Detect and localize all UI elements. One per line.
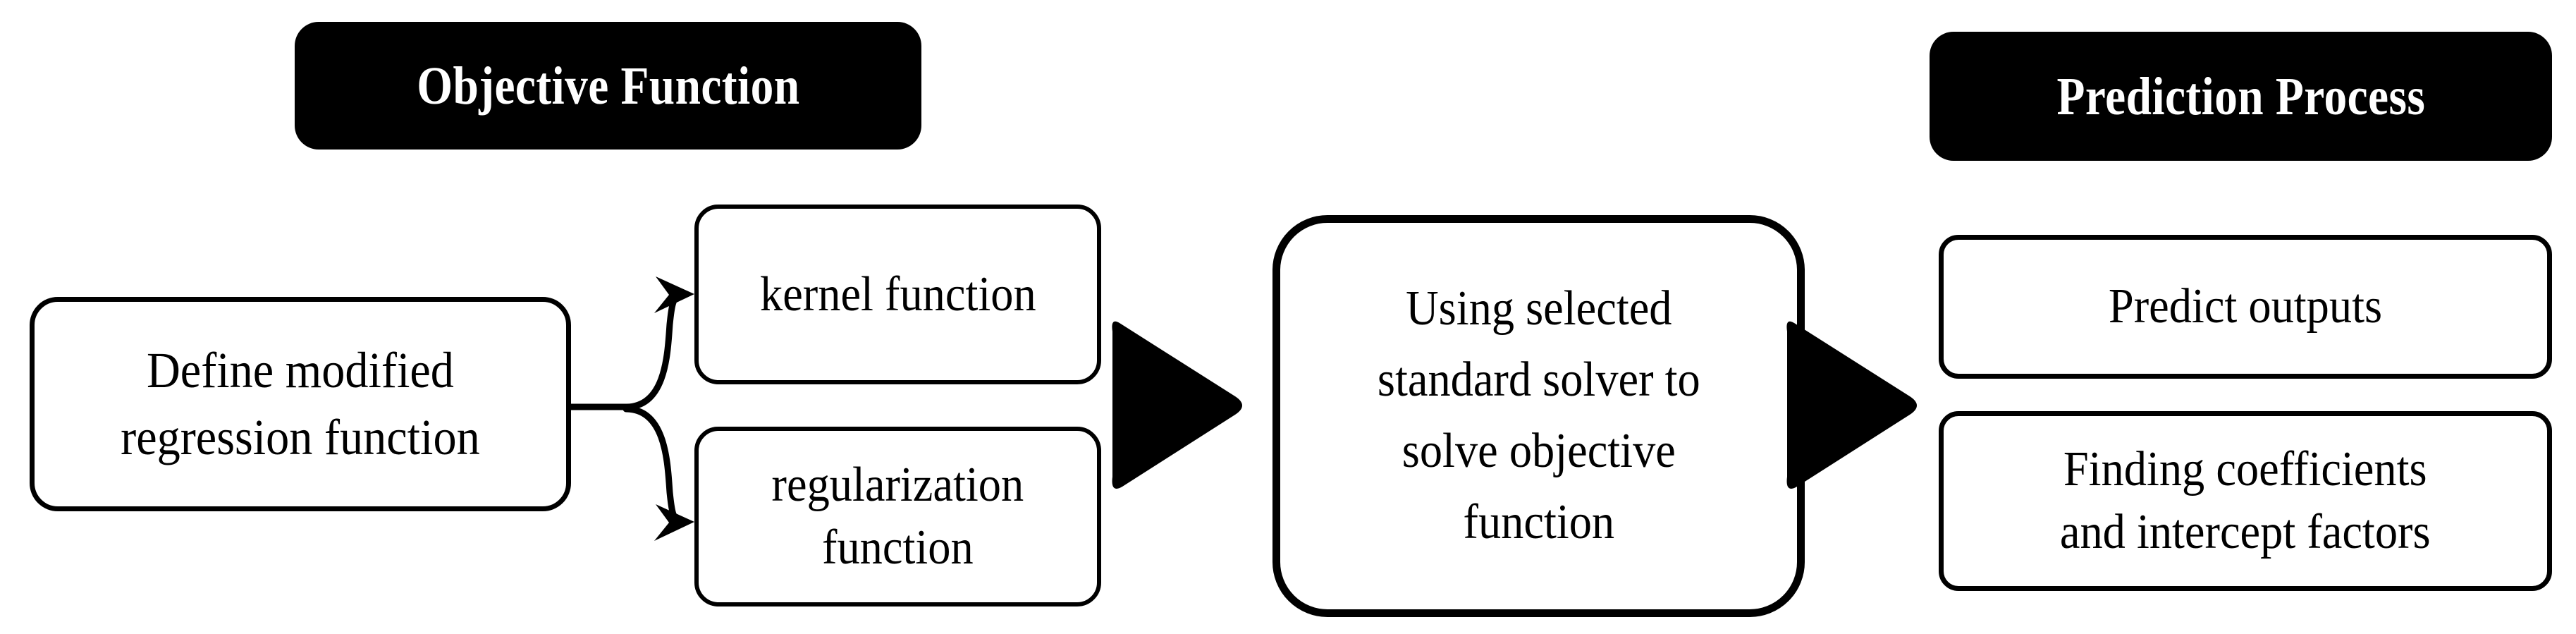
section-header-prediction-process-label: Prediction Process [2056,66,2425,126]
node-using-selected-standard-solver-label: Using selected standard solver to solve … [1377,281,1700,549]
section-header-prediction-process: Prediction Process [1930,32,2552,161]
connector-define-to-regularization-line [622,406,682,525]
node-predict-outputs: Predict outputs [1939,235,2552,379]
node-kernel-function-label: kernel function [759,267,1036,322]
node-finding-coefficients-and-intercept-factors: Finding coefficients and intercept facto… [1939,411,2552,591]
flow-arrow-objective-to-solver [1112,321,1242,489]
connector-define-to-kernel-line [622,291,682,410]
node-define-modified-regression-function: Define modified regression function [30,297,571,511]
node-using-selected-standard-solver: Using selected standard solver to solve … [1272,215,1805,617]
node-finding-coefficients-and-intercept-factors-label: Finding coefficients and intercept facto… [2060,442,2431,559]
section-header-objective-function-label: Objective Function [416,56,800,116]
node-kernel-function: kernel function [694,205,1101,384]
connector-define-to-kernel-arrowhead [654,276,694,313]
section-header-objective-function: Objective Function [295,22,921,150]
node-regularization-function-label: regularization function [771,458,1024,575]
node-define-modified-regression-function-label: Define modified regression function [121,341,480,465]
node-regularization-function: regularization function [694,427,1101,606]
node-predict-outputs-label: Predict outputs [2108,279,2383,334]
connector-define-to-regularization-arrowhead [654,504,694,541]
flow-arrow-solver-to-prediction [1786,321,1917,489]
